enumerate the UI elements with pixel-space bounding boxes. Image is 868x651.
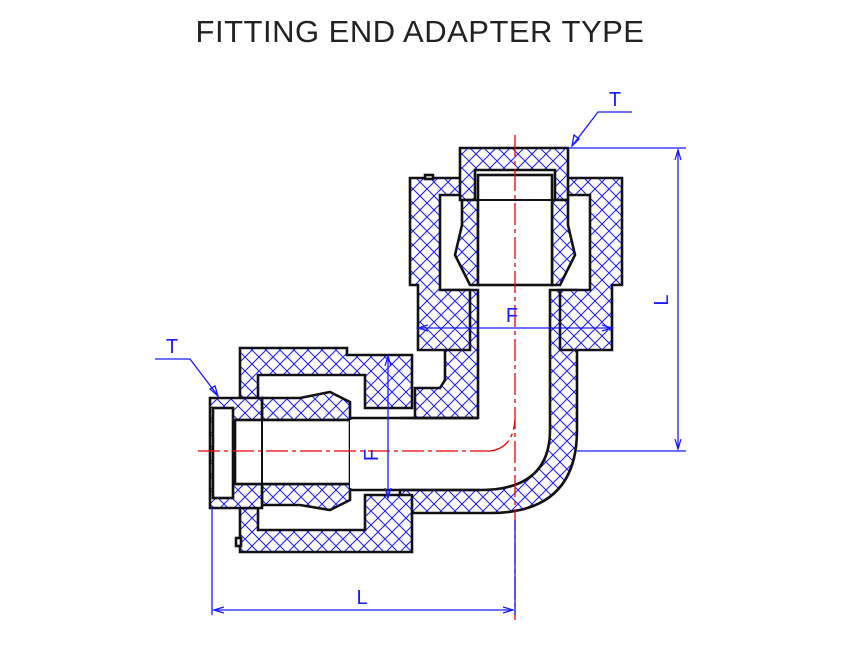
horizontal-ferrule-bottom <box>260 482 352 512</box>
horizontal-ferrule-top <box>260 390 352 422</box>
label-bore-vertical: F <box>506 305 518 327</box>
label-thread-left: T <box>166 336 178 358</box>
label-length-vertical: L <box>651 294 673 305</box>
centerline-bend <box>489 419 516 452</box>
vertical-ferrule-left <box>453 198 480 287</box>
cap-inner <box>211 406 235 500</box>
vertical-ferrule-right <box>550 198 577 287</box>
label-length-horizontal: L <box>356 587 367 609</box>
horizontal-tube-bore <box>233 418 352 486</box>
diagram-title: FITTING END ADAPTER TYPE <box>195 14 645 49</box>
horizontal-channel <box>350 420 480 488</box>
nut-notch <box>423 173 435 181</box>
nut-notch <box>234 536 243 548</box>
horizontal-nut-bottom <box>238 493 414 554</box>
vertical-nut-right <box>558 176 624 352</box>
label-thread-top: T <box>609 89 621 111</box>
label-bore-horizontal: F <box>361 449 383 461</box>
